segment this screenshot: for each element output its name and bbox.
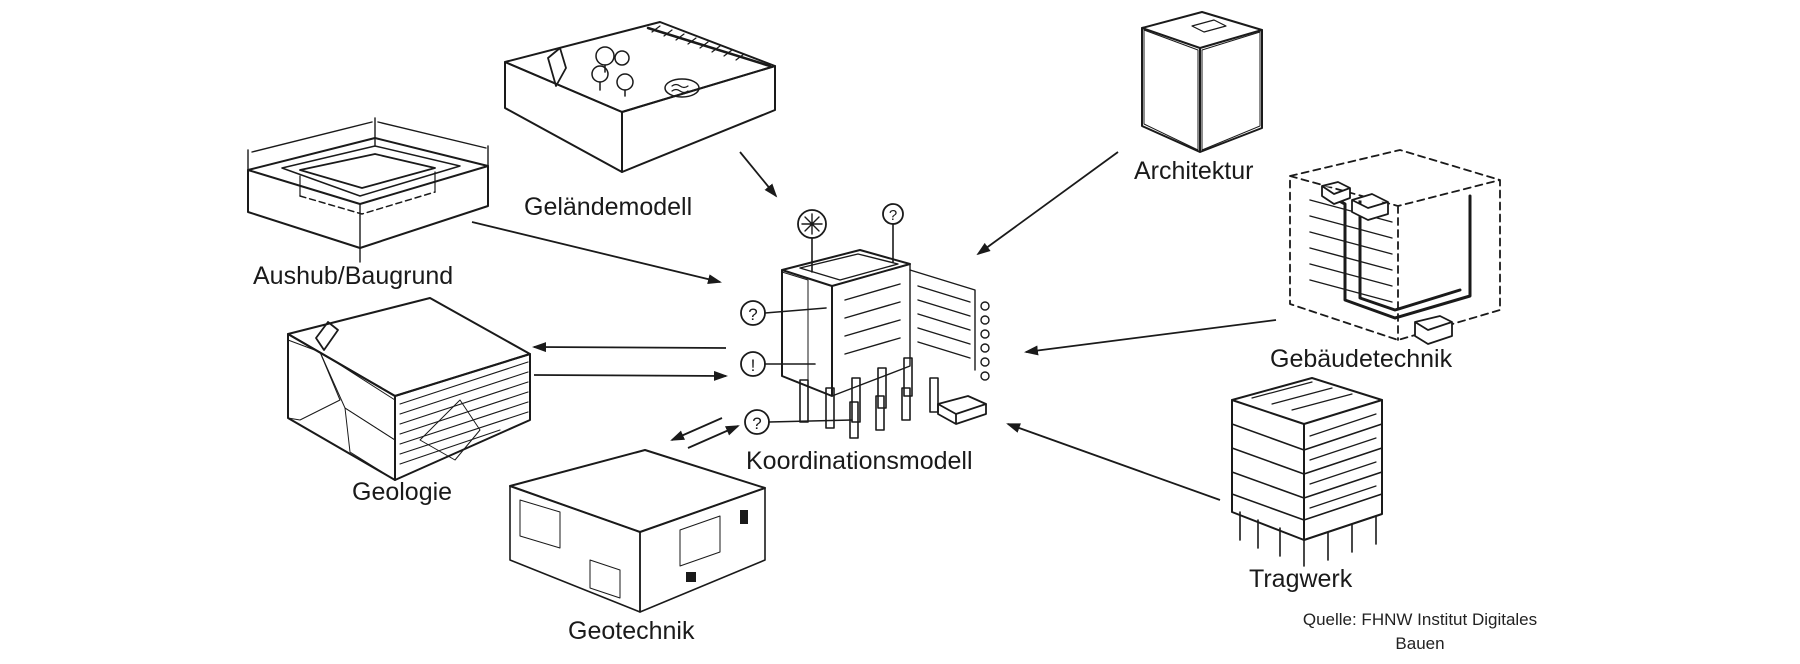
label-aushub-baugrund: Aushub/Baugrund — [253, 262, 454, 290]
svg-text:?: ? — [889, 207, 897, 224]
svg-text:?: ? — [752, 414, 761, 433]
svg-text:?: ? — [748, 305, 757, 324]
source-credit: Quelle: FHNW Institut Digitales Bauen — [1280, 608, 1560, 656]
label-gebaeudetechnik: Gebäudetechnik — [1270, 345, 1453, 373]
geologie-sketch — [287, 297, 531, 481]
koordinationsmodell-sketch: ? ? ! ? — [740, 203, 990, 439]
aushub-sketch — [247, 117, 489, 263]
gebaeudetechnik-sketch — [1289, 149, 1501, 345]
svg-text:!: ! — [751, 356, 756, 375]
source-credit-line2: Bauen — [1395, 634, 1445, 653]
label-geotechnik: Geotechnik — [568, 617, 695, 645]
label-gelaendemodell: Geländemodell — [524, 193, 693, 221]
geotechnik-sketch — [509, 449, 766, 613]
source-credit-line1: Quelle: FHNW Institut Digitales — [1302, 610, 1538, 629]
tragwerk-sketch — [1231, 377, 1383, 567]
label-tragwerk: Tragwerk — [1249, 565, 1353, 593]
gelaendemodell-sketch — [504, 21, 776, 173]
architektur-sketch — [1141, 11, 1263, 153]
label-geologie: Geologie — [352, 478, 453, 506]
connection-arrows — [471, 151, 1277, 501]
label-koordinationsmodell: Koordinationsmodell — [746, 447, 973, 475]
label-architektur: Architektur — [1134, 157, 1254, 185]
